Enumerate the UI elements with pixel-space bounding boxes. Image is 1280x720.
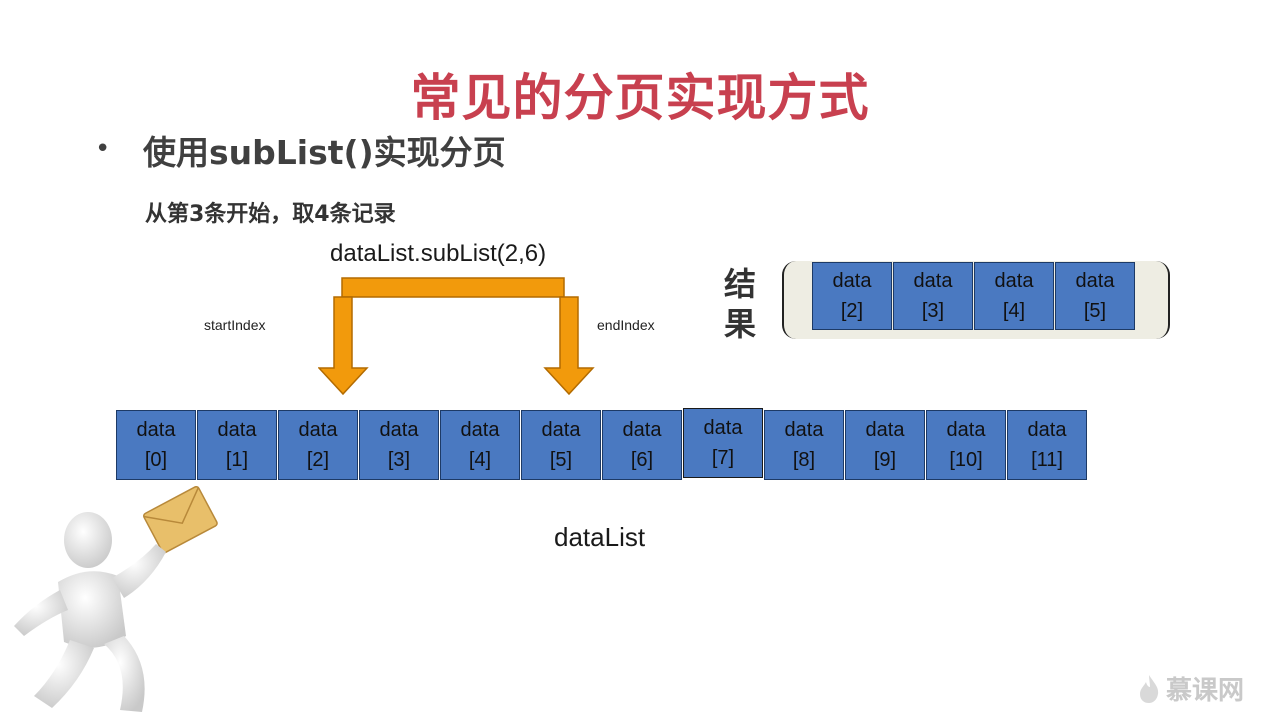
list-cell-2: data[2] — [278, 410, 358, 480]
result-cell-1: data[3] — [893, 262, 973, 330]
bullet-heading: 使用subList()实现分页 — [143, 133, 506, 172]
list-cell-7: data[7] — [683, 408, 763, 478]
list-cell-5: data[5] — [521, 410, 601, 480]
list-cell-11: data[11] — [1007, 410, 1087, 480]
bracket-bar — [341, 277, 565, 298]
result-cell-3: data[5] — [1055, 262, 1135, 330]
list-cell-0: data[0] — [116, 410, 196, 480]
list-cell-10: data[10] — [926, 410, 1006, 480]
sublist-call-label: dataList.subList(2,6) — [330, 240, 547, 267]
bullet-point: • — [95, 134, 111, 164]
slide-title: 常见的分页实现方式 — [410, 69, 870, 127]
end-arrow — [543, 296, 595, 396]
result-row: data[2] data[3] data[4] data[5] — [812, 262, 1136, 330]
logo-text: 慕课网 — [1166, 676, 1245, 706]
list-cell-6: data[6] — [602, 410, 682, 480]
brand-logo: 慕课网 — [1138, 670, 1244, 707]
datalist-row: data[0] data[1] data[2] data[3] data[4] … — [116, 408, 1088, 480]
description-text: 从第3条开始，取4条记录 — [145, 202, 396, 227]
datalist-label: dataList — [554, 522, 646, 552]
result-label: 结果 — [723, 265, 756, 343]
result-cell-0: data[2] — [812, 262, 892, 330]
list-cell-9: data[9] — [845, 410, 925, 480]
envelope-icon — [143, 486, 218, 554]
list-cell-4: data[4] — [440, 410, 520, 480]
list-cell-1: data[1] — [197, 410, 277, 480]
result-cell-2: data[4] — [974, 262, 1054, 330]
index-bracket-arrows — [318, 277, 595, 396]
mail-figure-illustration — [14, 486, 218, 712]
list-cell-3: data[3] — [359, 410, 439, 480]
list-cell-8: data[8] — [764, 410, 844, 480]
start-index-label: startIndex — [204, 317, 266, 333]
end-index-label: endIndex — [597, 317, 655, 333]
flame-logo-icon — [1140, 674, 1159, 703]
start-arrow — [318, 296, 369, 396]
